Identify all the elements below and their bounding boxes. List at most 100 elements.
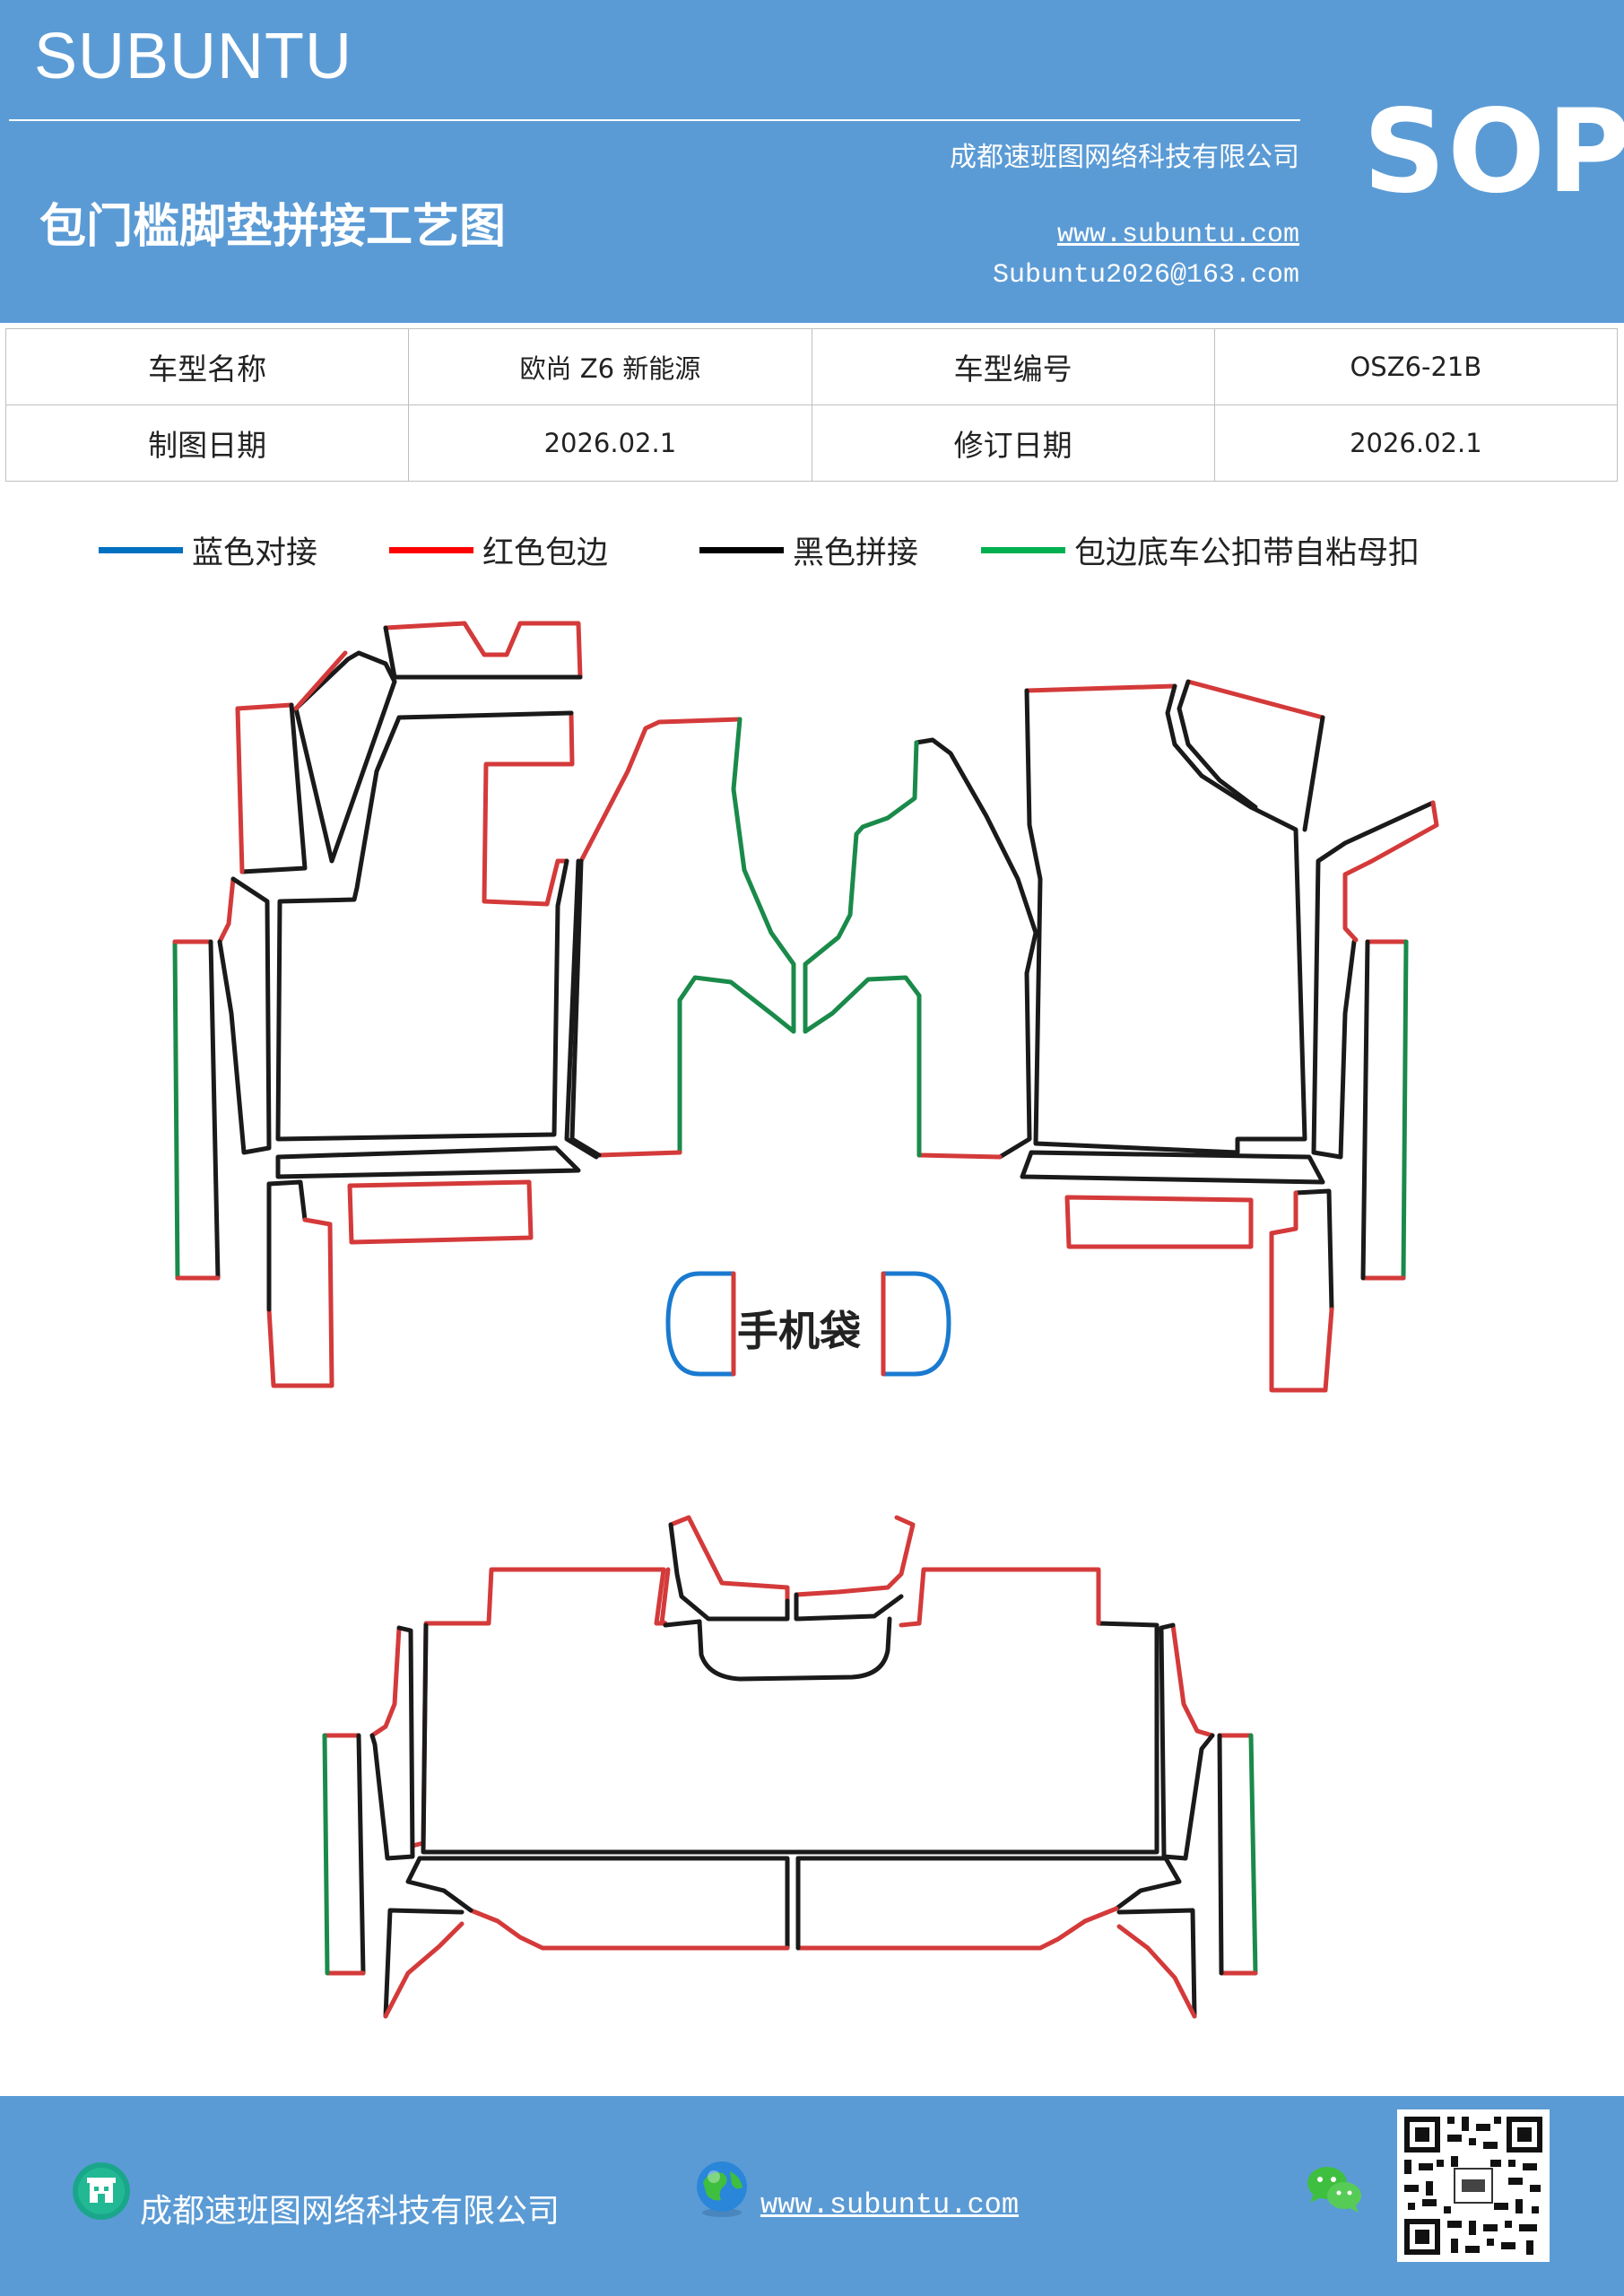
mat-edge-k <box>1159 1622 1215 1861</box>
legend-label: 蓝色对接 <box>192 535 318 571</box>
document-title: 包门槛脚垫拼接工艺图 <box>39 199 507 254</box>
legend-swatch <box>699 546 784 553</box>
mat-edge-r <box>916 1152 1003 1160</box>
header-banner <box>0 0 1624 323</box>
mat-edge-k <box>1311 800 1436 1160</box>
mat-edge-k <box>208 939 221 1281</box>
mat-edge-r <box>235 702 294 711</box>
mat-edge-k <box>1293 1188 1334 1312</box>
mat-edge-r <box>1116 1924 1197 2019</box>
mat-edge-g <box>803 740 919 1034</box>
value-revision-date: 2026.02.1 <box>1213 404 1619 482</box>
phone-pocket-label: 手机袋 <box>737 1307 861 1355</box>
mat-edge-k <box>1116 1908 1197 2019</box>
mat-edge-r <box>468 1908 790 1951</box>
legend-label: 包边底车公扣带自粘母扣 <box>1074 535 1420 571</box>
label-revision-date: 修订日期 <box>811 404 1215 482</box>
mat-edge-k <box>1177 679 1258 810</box>
header-company: 成都速班图网络科技有限公司 <box>950 142 1299 173</box>
mat-edge-k <box>421 1621 1159 1855</box>
mat-edge-k <box>266 1179 308 1222</box>
mat-edge-k <box>417 1856 790 1951</box>
mat-edge-g <box>677 975 796 1155</box>
mat-edge-g <box>322 1733 330 1976</box>
mat-edge-k <box>383 1908 465 2019</box>
mat-edge-r <box>217 876 236 944</box>
legend-item-red: 红色包边 <box>389 527 608 572</box>
mat-edge-r <box>383 621 583 680</box>
mat-edge-k <box>1020 1150 1325 1185</box>
legend-label: 黑色拼接 <box>793 535 919 571</box>
mat-edge-r <box>1185 679 1325 720</box>
mat-edge-k <box>668 1522 790 1622</box>
legend-swatch <box>99 546 183 553</box>
building-icon <box>73 2162 130 2220</box>
label-model-code: 车型编号 <box>811 328 1215 405</box>
mat-edge-r <box>1024 683 1177 693</box>
mat-edge-k <box>1217 1733 1224 1976</box>
mat-edge-r <box>383 1921 465 2019</box>
footer-company: 成都速班图网络科技有限公司 <box>140 2193 560 2230</box>
mat-edge-r <box>410 1567 666 1848</box>
mat-edge-g <box>1248 1733 1258 1976</box>
mat-edge-g <box>803 975 922 1158</box>
mat-edge-b <box>881 1271 951 1377</box>
value-model-name: 欧尚 Z6 新能源 <box>408 328 812 405</box>
mat-edge-k <box>697 1616 892 1682</box>
center-tunnel-group <box>569 717 1038 1160</box>
mat-edge-r <box>596 1150 682 1158</box>
sop-badge: SOP <box>1363 85 1624 219</box>
mat-edge-r <box>794 1515 916 1597</box>
mat-edge-g <box>1401 939 1409 1281</box>
table-row: 车型名称 欧尚 Z6 新能源 车型编号 OSZ6-21B <box>4 328 1619 405</box>
mat-edge-r <box>668 1515 790 1604</box>
mat-edge-r <box>654 1567 666 1626</box>
mat-edge-r <box>899 1567 1101 1628</box>
label-draw-date: 制图日期 <box>4 404 410 482</box>
mat-edge-g <box>731 717 796 1034</box>
legend-swatch <box>389 546 473 553</box>
mat-edge-r <box>1269 1190 1334 1393</box>
mat-edge-r <box>369 1625 402 1738</box>
front-left-mat-group <box>172 621 599 1388</box>
globe-icon <box>697 2161 747 2217</box>
mat-edge-r <box>1170 1622 1215 1738</box>
mat-edge-r <box>347 1179 534 1245</box>
value-model-code: OSZ6-21B <box>1213 328 1619 405</box>
mat-edge-k <box>275 710 574 1142</box>
mat-edge-k <box>217 876 272 1155</box>
mat-edge-k <box>275 1145 581 1179</box>
header-divider <box>9 119 1300 121</box>
header-email: Subuntu2026@163.com <box>992 260 1299 291</box>
mat-edge-r <box>293 650 348 711</box>
front-right-mat-group <box>1020 679 1439 1393</box>
legend-swatch <box>981 546 1065 553</box>
mat-edge-r <box>235 706 245 874</box>
mat-edge-k <box>663 1619 702 1628</box>
brand-name: SUBUNTU <box>34 21 353 92</box>
mat-edge-r <box>482 710 575 907</box>
wechat-icon <box>1307 2167 1361 2213</box>
mat-edge-k <box>405 1856 473 1913</box>
table-row: 制图日期 2026.02.1 修订日期 2026.02.1 <box>4 404 1619 482</box>
floor-mat-diagram <box>172 621 1439 2019</box>
mat-edge-k <box>795 1856 1182 1911</box>
info-table: 车型名称 欧尚 Z6 新能源 车型编号 OSZ6-21B 制图日期 2026.0… <box>4 328 1619 482</box>
mat-edge-k <box>1360 939 1370 1281</box>
mat-edge-k <box>794 1592 904 1622</box>
mat-edge-b <box>665 1271 736 1377</box>
legend-item-blue: 蓝色对接 <box>99 527 317 572</box>
header-website-link[interactable]: www.subuntu.com <box>1056 220 1299 250</box>
mat-edge-r <box>266 1217 334 1388</box>
legend-label: 红色包边 <box>482 535 609 571</box>
footer-website-link[interactable]: www.subuntu.com <box>760 2188 1020 2222</box>
mat-edge-k <box>1302 715 1325 832</box>
mat-edge-r <box>1342 800 1439 943</box>
mat-edge-k <box>1024 683 1307 1155</box>
rear-mat-group <box>322 1515 1258 2019</box>
mat-edge-k <box>914 737 1038 1160</box>
mat-edge-k <box>369 1625 415 1861</box>
legend-item-green: 包边底车公扣带自粘母扣 <box>981 527 1420 572</box>
mat-edge-k <box>356 1733 366 1976</box>
mat-edge-r <box>1064 1195 1254 1249</box>
